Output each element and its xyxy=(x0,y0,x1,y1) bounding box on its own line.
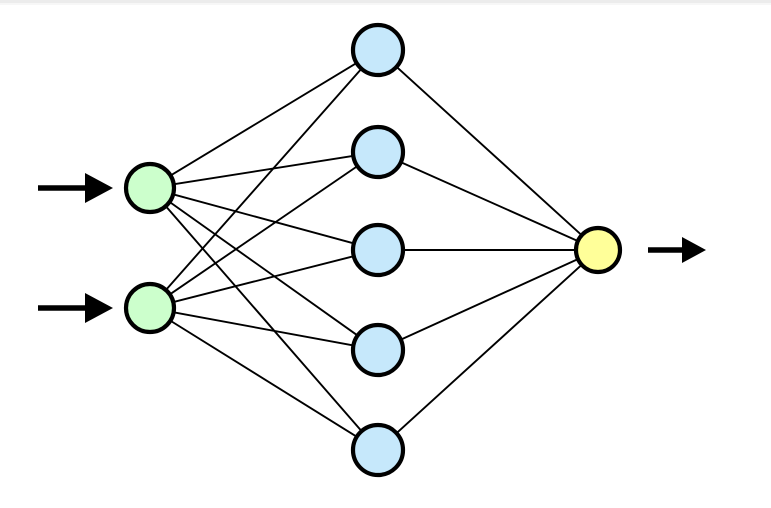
edge-i2-h2 xyxy=(167,164,360,297)
hidden-node-5[interactable] xyxy=(350,422,406,478)
input-arrow-1 xyxy=(38,173,113,203)
top-edge-band xyxy=(0,0,771,3)
input-arrow-2 xyxy=(38,293,113,323)
hidden-node-2[interactable] xyxy=(350,124,406,180)
edge-i1-h4 xyxy=(166,199,361,338)
nodes-group xyxy=(123,22,623,478)
edge-i2-h5 xyxy=(167,318,360,439)
output-arrow-1-head-icon xyxy=(682,237,706,263)
input-arrow-1-head-icon xyxy=(85,173,113,203)
hidden-node-1[interactable] xyxy=(350,22,406,78)
output-arrow-1 xyxy=(648,237,706,263)
edges-group xyxy=(163,60,585,439)
hidden-node-4[interactable] xyxy=(350,322,406,378)
edge-h5-o1 xyxy=(394,262,585,436)
input-arrow-2-head-icon xyxy=(85,293,113,323)
edge-h4-o1 xyxy=(397,257,581,342)
input-node-2[interactable] xyxy=(123,281,177,335)
arrows-group xyxy=(38,173,706,323)
input-node-1[interactable] xyxy=(123,161,177,215)
edge-i2-h1 xyxy=(163,66,364,293)
edge-i2-h3 xyxy=(170,254,357,304)
edge-h1-o1 xyxy=(394,64,585,238)
edge-i1-h3 xyxy=(170,192,357,245)
output-node-1[interactable] xyxy=(573,225,623,275)
edge-i1-h1 xyxy=(167,60,360,178)
edge-h2-o1 xyxy=(398,160,581,243)
edge-i2-h4 xyxy=(170,311,357,347)
edge-i1-h5 xyxy=(163,203,364,434)
hidden-node-3[interactable] xyxy=(350,222,406,278)
edge-i1-h2 xyxy=(170,154,357,186)
top-edge-band-secondary xyxy=(0,3,771,5)
